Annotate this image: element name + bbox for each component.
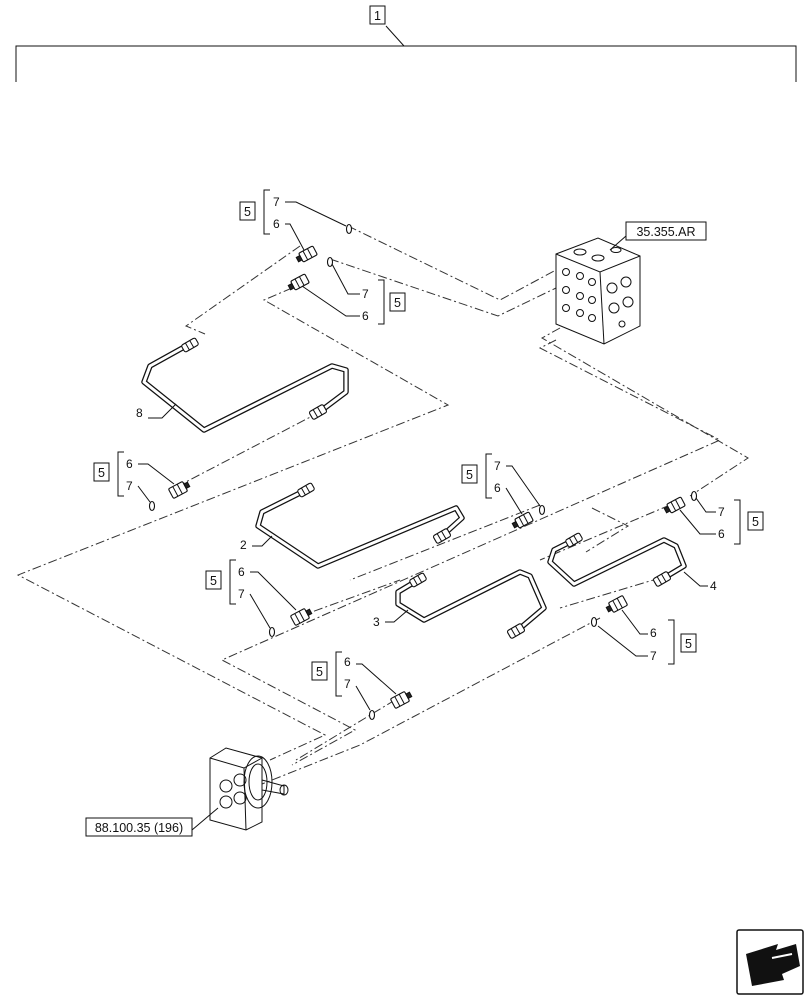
svg-text:2: 2: [240, 538, 247, 552]
svg-text:4: 4: [710, 579, 717, 593]
joystick-reference-label[interactable]: 88.100.35 (196): [95, 821, 183, 835]
next-page-arrow-icon[interactable]: [736, 929, 804, 995]
callout-group-top-1: 5 7 6: [239, 189, 347, 251]
svg-text:5: 5: [210, 574, 217, 588]
svg-text:7: 7: [650, 649, 657, 663]
valve-block-reference[interactable]: 35.355.AR: [609, 221, 707, 251]
svg-text:5: 5: [466, 468, 473, 482]
svg-text:8: 8: [136, 406, 143, 420]
svg-text:7: 7: [718, 505, 725, 519]
callout-group-mid-left: 5 6 7: [205, 559, 297, 629]
callout-group-mid-right: 5 7 6: [461, 453, 541, 515]
fitting-group-top-1: [295, 223, 353, 263]
valve-block-reference-label[interactable]: 35.355.AR: [636, 225, 695, 239]
callout-pipe-2: 2: [240, 535, 273, 552]
pipe-2: [255, 482, 465, 569]
fitting-group-mid-right: [511, 504, 546, 529]
svg-text:6: 6: [718, 527, 725, 541]
svg-text:5: 5: [98, 466, 105, 480]
svg-text:5: 5: [685, 637, 692, 651]
svg-text:6: 6: [494, 481, 501, 495]
svg-text:7: 7: [362, 287, 369, 301]
callout-pipe-3: 3: [373, 609, 409, 629]
callout-pipe-4: 4: [683, 571, 717, 593]
fitting-group-far-right: [663, 490, 698, 514]
svg-text:5: 5: [394, 296, 401, 310]
svg-text:6: 6: [362, 309, 369, 323]
callout-group-left: 5 6 7: [93, 451, 175, 503]
assembly-item-box: [369, 5, 386, 25]
svg-text:7: 7: [494, 459, 501, 473]
svg-text:3: 3: [373, 615, 380, 629]
fitting-group-top-2: [287, 256, 334, 291]
callout-group-bottom: 5 6 7: [311, 651, 397, 711]
fitting-group-mid-left: [268, 608, 313, 638]
fitting-group-bottom: [368, 691, 413, 721]
svg-text:5: 5: [752, 515, 759, 529]
pipe-8: [141, 337, 349, 433]
svg-text:6: 6: [238, 565, 245, 579]
pipe-4: [547, 532, 687, 587]
joystick-reference[interactable]: 88.100.35 (196): [85, 807, 219, 837]
assembly-item-label: 1: [374, 9, 381, 23]
pipe-3: [395, 569, 547, 639]
fitting-group-lower-right: [590, 595, 628, 628]
svg-text:7: 7: [273, 195, 280, 209]
fitting-group-left: [148, 481, 191, 512]
callout-group-lower-right: 5 6 7: [597, 609, 697, 665]
callout-group-top-2: 5 7 6: [301, 263, 406, 325]
svg-text:6: 6: [650, 626, 657, 640]
svg-text:6: 6: [126, 457, 133, 471]
routing-lines: [16, 225, 749, 785]
svg-text:5: 5: [244, 205, 251, 219]
svg-text:5: 5: [316, 665, 323, 679]
joystick-assembly: [209, 747, 289, 831]
svg-text:6: 6: [273, 217, 280, 231]
svg-text:7: 7: [126, 479, 133, 493]
assembly-bracket: 1: [15, 5, 797, 82]
svg-text:7: 7: [344, 677, 351, 691]
valve-block: [555, 237, 641, 345]
callout-pipe-8: 8: [136, 403, 177, 420]
callout-group-far-right: 5 7 6: [679, 497, 764, 545]
svg-text:7: 7: [238, 587, 245, 601]
svg-text:6: 6: [344, 655, 351, 669]
